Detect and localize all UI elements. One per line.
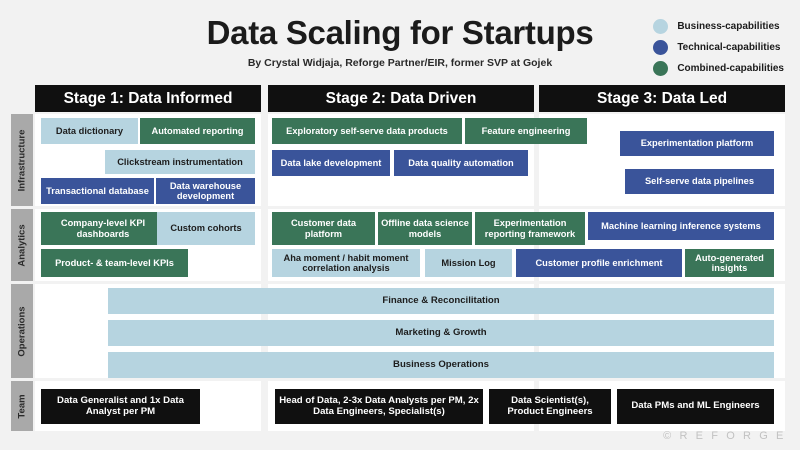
row-label-team-text: Team xyxy=(16,393,28,419)
capability-label: Exploratory self-serve data products xyxy=(286,125,448,136)
legend-swatch-technical xyxy=(653,40,669,55)
capability-label: Customer profile enrichment xyxy=(535,257,663,268)
stage-header-2-label: Stage 2: Data Driven xyxy=(325,89,477,107)
stage-header-3: Stage 3: Data Led xyxy=(539,85,785,112)
row-label-team: Team xyxy=(11,381,33,431)
capability-label: Machine learning inference systems xyxy=(601,220,761,231)
legend-label-combined: Combined-capabilities xyxy=(677,63,784,74)
team-label: Data Generalist and 1x Data Analyst per … xyxy=(57,394,184,417)
team-label: Data PMs and ML Engineers xyxy=(631,400,760,412)
capability-label: Data dictionary xyxy=(55,125,124,136)
capability-label: Product- & team-level KPIs xyxy=(55,257,174,268)
capability-finance-reconciliation[interactable]: Finance & Reconcilitation xyxy=(108,288,774,314)
legend-label-business: Business-capabilities xyxy=(677,21,780,32)
team-stage3a[interactable]: Data Scientist(s), Product Engineers xyxy=(489,389,611,424)
row-label-analytics-text: Analytics xyxy=(16,223,28,267)
capability-label: Data lake development xyxy=(280,157,382,168)
capability-feature-engineering[interactable]: Feature engineering xyxy=(465,118,587,144)
capability-marketing-growth[interactable]: Marketing & Growth xyxy=(108,320,774,346)
stage-header-1: Stage 1: Data Informed xyxy=(35,85,261,112)
capability-aha-moment-correlation-analysis[interactable]: Aha moment / habit moment correlation an… xyxy=(272,249,420,277)
capability-self-serve-data-pipelines[interactable]: Self-serve data pipelines xyxy=(625,169,774,194)
capability-label: Mission Log xyxy=(441,257,496,268)
capability-data-lake-development[interactable]: Data lake development xyxy=(272,150,390,176)
capability-exploratory-self-serve-data-products[interactable]: Exploratory self-serve data products xyxy=(272,118,462,144)
capability-transactional-database[interactable]: Transactional database xyxy=(41,178,154,204)
team-stage3b[interactable]: Data PMs and ML Engineers xyxy=(617,389,774,424)
stage-header-2: Stage 2: Data Driven xyxy=(268,85,534,112)
capability-label: Experimentation reporting framework xyxy=(484,218,576,239)
capability-label: Custom cohorts xyxy=(170,223,242,234)
capability-label: Data warehouse development xyxy=(169,180,242,201)
capability-label: Auto-generated insights xyxy=(695,252,764,273)
stage-header-1-label: Stage 1: Data Informed xyxy=(63,89,233,107)
capability-label: Offline data science models xyxy=(381,218,469,239)
team-label: Head of Data, 2-3x Data Analysts per PM,… xyxy=(279,394,479,417)
capability-offline-data-science-models[interactable]: Offline data science models xyxy=(378,212,472,245)
row-label-infrastructure-text: Infrastructure xyxy=(16,129,28,191)
page-subtitle: By Crystal Widjaja, Reforge Partner/EIR,… xyxy=(247,57,553,69)
legend-item-business: Business-capabilities xyxy=(653,19,784,34)
row-label-analytics: Analytics xyxy=(11,209,33,281)
legend-swatch-business xyxy=(653,19,669,34)
legend-item-combined: Combined-capabilities xyxy=(653,61,784,76)
capability-machine-learning-inference-systems[interactable]: Machine learning inference systems xyxy=(588,212,774,240)
capability-custom-cohorts[interactable]: Custom cohorts xyxy=(157,212,255,245)
capability-label: Aha moment / habit moment correlation an… xyxy=(283,252,409,273)
capability-label: Customer data platform xyxy=(290,218,357,239)
team-label: Data Scientist(s), Product Engineers xyxy=(507,394,593,417)
capability-business-operations[interactable]: Business Operations xyxy=(108,352,774,378)
team-stage2[interactable]: Head of Data, 2-3x Data Analysts per PM,… xyxy=(275,389,483,424)
capability-mission-log[interactable]: Mission Log xyxy=(425,249,512,277)
reforge-watermark: © R E F O R G E xyxy=(663,430,786,442)
capability-data-warehouse-development[interactable]: Data warehouse development xyxy=(156,178,255,204)
capability-experimentation-platform[interactable]: Experimentation platform xyxy=(620,131,774,156)
capability-product-team-level-kpis[interactable]: Product- & team-level KPIs xyxy=(41,249,188,277)
capability-label: Clickstream instrumentation xyxy=(117,156,243,167)
team-stage1[interactable]: Data Generalist and 1x Data Analyst per … xyxy=(41,389,200,424)
capability-label: Business Operations xyxy=(393,358,489,370)
capability-experimentation-reporting-framework[interactable]: Experimentation reporting framework xyxy=(475,212,585,245)
capability-data-quality-automation[interactable]: Data quality automation xyxy=(394,150,528,176)
capability-auto-generated-insights[interactable]: Auto-generated insights xyxy=(685,249,774,277)
legend: Business-capabilities Technical-capabili… xyxy=(653,19,784,82)
capability-company-level-kpi-dashboards[interactable]: Company-level KPI dashboards xyxy=(41,212,165,245)
capability-automated-reporting[interactable]: Automated reporting xyxy=(140,118,255,144)
capability-label: Experimentation platform xyxy=(640,138,754,149)
capability-data-dictionary[interactable]: Data dictionary xyxy=(41,118,138,144)
capability-label: Self-serve data pipelines xyxy=(644,176,755,187)
capability-label: Company-level KPI dashboards xyxy=(60,218,146,239)
row-label-operations: Operations xyxy=(11,284,33,378)
capability-label: Finance & Reconcilitation xyxy=(382,294,500,306)
legend-label-technical: Technical-capabilities xyxy=(677,42,781,53)
capability-customer-profile-enrichment[interactable]: Customer profile enrichment xyxy=(516,249,682,277)
capability-clickstream-instrumentation[interactable]: Clickstream instrumentation xyxy=(105,150,255,174)
capability-customer-data-platform[interactable]: Customer data platform xyxy=(272,212,375,245)
row-label-operations-text: Operations xyxy=(16,305,28,357)
legend-item-technical: Technical-capabilities xyxy=(653,40,784,55)
capability-label: Transactional database xyxy=(46,185,149,196)
capability-label: Feature engineering xyxy=(481,125,571,136)
row-label-infrastructure: Infrastructure xyxy=(11,114,33,206)
capability-label: Data quality automation xyxy=(408,157,514,168)
legend-swatch-combined xyxy=(653,61,669,76)
capability-label: Marketing & Growth xyxy=(395,326,487,338)
stage-header-3-label: Stage 3: Data Led xyxy=(596,89,728,107)
capability-label: Automated reporting xyxy=(151,125,244,136)
page-title: Data Scaling for Startups xyxy=(206,14,594,51)
